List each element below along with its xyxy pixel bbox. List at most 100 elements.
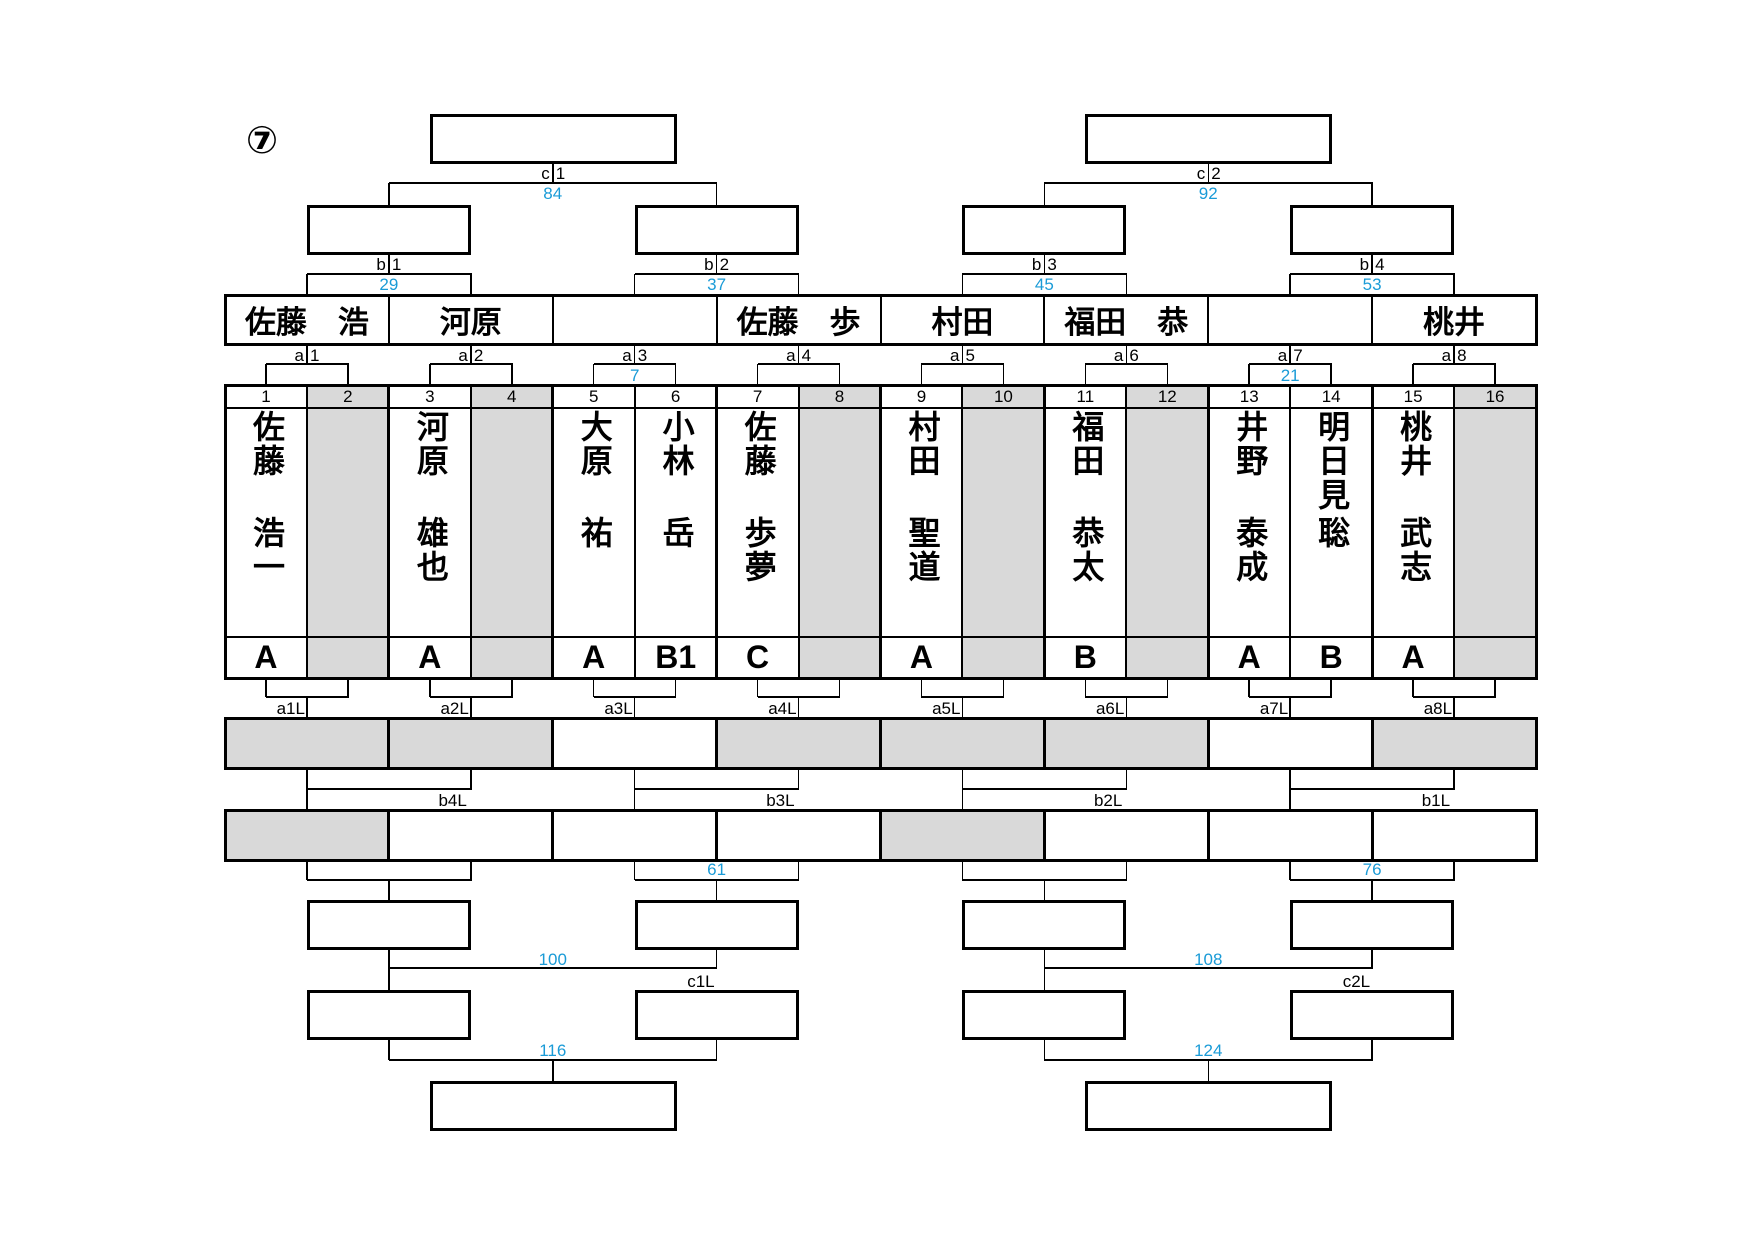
repechage-cell[interactable] bbox=[1044, 810, 1209, 860]
repechage-cell[interactable] bbox=[1208, 810, 1373, 860]
bracket-line bbox=[674, 364, 677, 385]
player-name-cell[interactable] bbox=[1290, 408, 1373, 637]
match-prefix: a bbox=[1113, 346, 1124, 365]
player-name-cell[interactable] bbox=[1126, 408, 1209, 637]
player-name-cell[interactable] bbox=[388, 408, 471, 637]
bracket-line bbox=[347, 678, 349, 697]
a-winner-cell[interactable]: 佐藤 浩 bbox=[225, 295, 389, 344]
bracket-line bbox=[633, 274, 636, 295]
bracket-line bbox=[838, 364, 841, 385]
b-winner-box[interactable] bbox=[306, 205, 471, 255]
player-family-name: 明日見 bbox=[1313, 410, 1352, 512]
player-name-cell[interactable] bbox=[880, 408, 963, 637]
bracket-line bbox=[838, 678, 841, 697]
a-loser-label: a2L bbox=[440, 699, 469, 718]
pair-divider bbox=[1370, 718, 1374, 768]
repechage-cell[interactable] bbox=[225, 810, 389, 860]
player-given-name: 歩夢 bbox=[739, 516, 778, 584]
player-given-name: 聡 bbox=[1313, 516, 1352, 550]
player-family-name: 大原 bbox=[575, 410, 614, 478]
bracket-line bbox=[1043, 256, 1046, 272]
repechage-row-frame bbox=[223, 808, 1538, 862]
match-number: 124 bbox=[1194, 1041, 1223, 1060]
match-number: 116 bbox=[539, 1041, 567, 1060]
c-winner-box[interactable] bbox=[1085, 114, 1333, 164]
bracket-line bbox=[552, 1060, 554, 1081]
pair-divider bbox=[1206, 718, 1210, 768]
match-num: 4 bbox=[801, 346, 812, 365]
a-loser-label: a4L bbox=[768, 699, 797, 718]
a-winner-cell[interactable]: 佐藤 歩 bbox=[716, 295, 881, 344]
match-number: 7 bbox=[629, 366, 640, 385]
match-prefix: b bbox=[1031, 255, 1042, 274]
bracket-line bbox=[429, 678, 431, 697]
b-winner-box[interactable] bbox=[634, 205, 799, 255]
repechage-cell[interactable] bbox=[1372, 810, 1536, 860]
a-loser-cell[interactable] bbox=[1372, 718, 1536, 768]
bracket-line bbox=[1249, 363, 1332, 365]
bracket-line bbox=[388, 256, 390, 272]
a-winner-cell[interactable]: 桃井 bbox=[1372, 295, 1536, 344]
a-loser-label: a5L bbox=[932, 699, 961, 718]
player-name-cell[interactable] bbox=[225, 408, 307, 637]
match-number: 21 bbox=[1280, 366, 1300, 385]
bracket-line bbox=[674, 678, 677, 697]
player-given-name: 雄也 bbox=[411, 516, 450, 584]
repechage-winner-box[interactable] bbox=[306, 900, 471, 950]
repechage-cell[interactable] bbox=[880, 810, 1045, 860]
b-winner-box[interactable] bbox=[962, 205, 1127, 255]
bracket-line bbox=[1248, 364, 1250, 385]
consolation-box[interactable] bbox=[962, 990, 1127, 1040]
consolation-box[interactable] bbox=[1290, 990, 1455, 1040]
b-winner-box[interactable] bbox=[1290, 205, 1455, 255]
player-name-cell[interactable] bbox=[306, 408, 389, 637]
bracket-line bbox=[633, 697, 636, 718]
consolation-final-box[interactable] bbox=[429, 1081, 677, 1131]
player-family-name: 小林 bbox=[657, 410, 696, 478]
player-name-cell[interactable] bbox=[552, 408, 635, 637]
bracket-line bbox=[306, 273, 472, 275]
bracket-line bbox=[429, 363, 513, 365]
bracket-line bbox=[1085, 363, 1169, 365]
player-family-name: 井野 bbox=[1231, 410, 1270, 478]
bracket-line bbox=[1084, 364, 1087, 385]
bracket-line bbox=[1453, 697, 1455, 718]
player-name-cell[interactable] bbox=[1044, 408, 1127, 637]
repechage-winner-box[interactable] bbox=[1290, 900, 1455, 950]
bracket-line bbox=[1371, 1040, 1373, 1060]
pair-divider bbox=[1370, 385, 1374, 678]
bracket-line bbox=[633, 344, 636, 364]
bracket-line bbox=[1413, 363, 1496, 365]
bracket-line bbox=[470, 859, 472, 880]
a-loser-label: a1L bbox=[276, 699, 305, 718]
repechage-winner-box[interactable] bbox=[962, 900, 1127, 950]
bracket-line bbox=[921, 363, 1005, 365]
a-winner-cell[interactable]: 村田 bbox=[880, 295, 1045, 344]
repechage-winner-box[interactable] bbox=[634, 900, 799, 950]
player-name-cell[interactable] bbox=[1208, 408, 1291, 637]
player-name-cell[interactable] bbox=[1372, 408, 1455, 637]
bracket-line bbox=[797, 274, 800, 295]
consolation-final-box[interactable] bbox=[1085, 1081, 1333, 1131]
consolation-box[interactable] bbox=[306, 990, 471, 1040]
match-prefix: a bbox=[622, 346, 632, 365]
player-grade bbox=[1454, 637, 1536, 678]
a-loser-cell[interactable] bbox=[880, 718, 1045, 768]
c-winner-box[interactable] bbox=[429, 114, 677, 164]
pair-divider bbox=[879, 385, 882, 678]
player-name-cell[interactable] bbox=[1454, 408, 1536, 637]
pair-divider bbox=[1042, 718, 1046, 768]
player-name-cell[interactable] bbox=[962, 408, 1045, 637]
match-prefix: c bbox=[541, 164, 550, 183]
bracket-line bbox=[552, 166, 554, 181]
player-name-cell[interactable] bbox=[634, 408, 717, 637]
consolation-box[interactable] bbox=[634, 990, 799, 1040]
a-loser-label: a7L bbox=[1259, 699, 1289, 718]
bracket-line bbox=[1166, 364, 1169, 385]
player-grade: A bbox=[1208, 637, 1291, 678]
bracket-line bbox=[470, 344, 472, 364]
player-name-cell[interactable] bbox=[470, 408, 553, 637]
bracket-line bbox=[1044, 967, 1373, 969]
c-loser-label: c2L bbox=[1342, 972, 1371, 991]
bracket-line bbox=[1494, 364, 1496, 385]
